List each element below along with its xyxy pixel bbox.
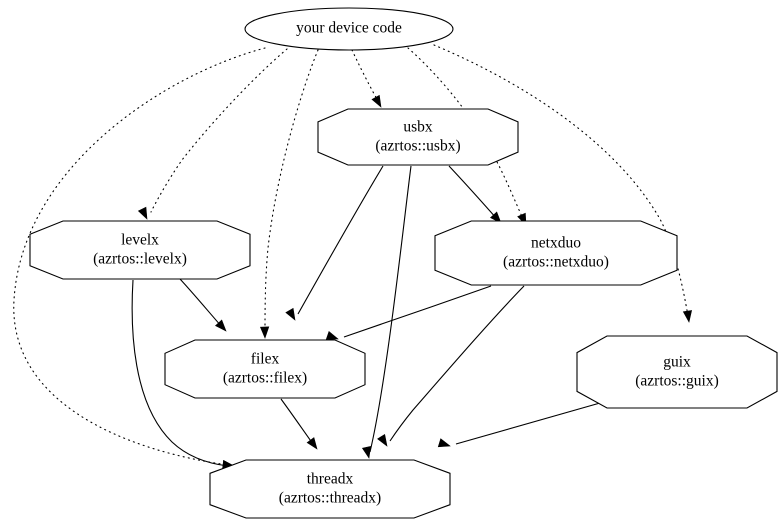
node-label-usbx-primary: usbx [403, 119, 433, 136]
nodes-layer: your device codeusbx(azrtos::usbx)levelx… [29, 7, 778, 519]
node-label-levelx-package: (azrtos::levelx) [93, 251, 187, 268]
arrowhead-shape [361, 445, 371, 459]
arrowhead-filex-threadx [306, 437, 318, 450]
node-label-threadx-package: (azrtos::threadx) [279, 490, 381, 507]
node-label-usbx-package: (azrtos::usbx) [375, 138, 460, 155]
arrowhead-usbx-netxduo [489, 211, 502, 224]
node-netxduo[interactable]: netxduo(azrtos::netxduo) [434, 220, 678, 286]
arrowhead-shape [325, 330, 339, 340]
arrowhead-shape [489, 211, 502, 224]
node-shape-filex [164, 339, 366, 399]
arrowhead-shape [137, 206, 148, 220]
arrowhead-shape [682, 310, 693, 323]
arrowhead-shape [371, 94, 382, 108]
node-label-levelx-primary: levelx [121, 232, 159, 249]
node-device[interactable]: your device code [244, 7, 454, 51]
arrowhead-shape [214, 319, 227, 332]
node-levelx[interactable]: levelx(azrtos::levelx) [29, 220, 251, 280]
arrowhead-usbx-filex [285, 307, 296, 321]
node-threadx[interactable]: threadx(azrtos::threadx) [209, 459, 451, 519]
node-guix[interactable]: guix(azrtos::guix) [576, 335, 778, 409]
arrowhead-netxduo-filex [325, 330, 339, 340]
arrowhead-levelx-filex [214, 319, 227, 332]
node-label-guix-primary: guix [663, 354, 691, 371]
edge-device-usbx [351, 49, 379, 102]
edge-netxduo-filex [343, 285, 492, 338]
edge-usbx-filex [297, 165, 384, 315]
arrowhead-device-levelx [137, 206, 148, 220]
arrowhead-shape [306, 437, 318, 450]
node-label-filex-primary: filex [251, 351, 280, 368]
node-shape-levelx [29, 220, 251, 280]
node-shape-threadx [209, 459, 451, 519]
edge-usbx-netxduo [448, 165, 498, 220]
edge-netxduo-threadx [389, 285, 525, 442]
node-label-filex-package: (azrtos::filex) [223, 370, 307, 387]
edge-guix-threadx [455, 400, 608, 445]
arrowhead-shape [285, 307, 296, 321]
arrowhead-device-filex [259, 326, 270, 339]
node-shape-device [244, 7, 454, 51]
arrowhead-shape [377, 433, 388, 447]
arrowhead-device-usbx [371, 94, 382, 108]
arrowheads-layer [137, 94, 693, 470]
arrowhead-usbx-threadx [361, 445, 371, 459]
arrowhead-shape [437, 438, 451, 448]
node-label-guix-package: (azrtos::guix) [635, 373, 719, 390]
edge-levelx-threadx [131, 279, 229, 467]
edge-device-levelx [150, 48, 288, 213]
node-usbx[interactable]: usbx(azrtos::usbx) [317, 108, 519, 166]
node-label-device-primary: your device code [296, 20, 402, 37]
edge-usbx-threadx [369, 165, 412, 453]
node-label-threadx-primary: threadx [307, 471, 354, 488]
node-shape-netxduo [434, 220, 678, 286]
node-label-netxduo-primary: netxduo [531, 235, 581, 252]
arrowhead-guix-threadx [437, 438, 451, 448]
arrowhead-device-guix [682, 310, 693, 323]
node-label-netxduo-package: (azrtos::netxduo) [503, 254, 609, 271]
arrowhead-netxduo-threadx [377, 433, 388, 447]
node-filex[interactable]: filex(azrtos::filex) [164, 339, 366, 399]
edge-device-filex [264, 49, 319, 333]
edge-filex-threadx [280, 398, 314, 445]
edge-levelx-filex [179, 278, 223, 328]
arrowhead-shape [259, 326, 270, 339]
node-shape-guix [576, 335, 778, 409]
node-shape-usbx [317, 108, 519, 166]
